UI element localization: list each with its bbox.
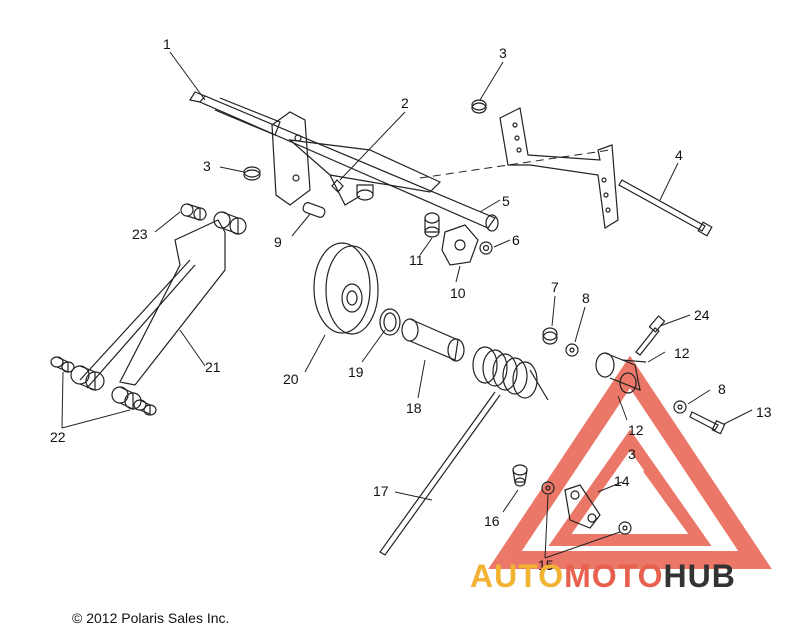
- reference-dash: [419, 149, 611, 179]
- washer-19: [379, 308, 401, 336]
- callout-7: 7: [551, 279, 559, 295]
- watermark-moto: MOTO: [564, 558, 664, 594]
- callout-3: 3: [628, 446, 636, 462]
- callout-3: 3: [499, 45, 507, 61]
- callout-16: 16: [484, 513, 500, 529]
- callout-19: 19: [348, 364, 364, 380]
- washer-8: [565, 343, 579, 357]
- cotter-pin: [621, 359, 647, 363]
- callout-6: 6: [512, 232, 520, 248]
- nut-7: [542, 327, 558, 345]
- swing-arm: [79, 219, 226, 389]
- callout-20: 20: [283, 371, 299, 387]
- watermark-logo: [488, 355, 772, 569]
- callout-14: 14: [614, 473, 630, 489]
- callout-17: 17: [373, 483, 389, 499]
- watermark-brand: AUTOMOTOHUB: [470, 558, 736, 595]
- bolt-24: [635, 315, 666, 356]
- nut: [243, 166, 261, 181]
- sleeve-11: [424, 212, 440, 238]
- spacer-sleeve: [356, 184, 374, 201]
- copyright-text: © 2012 Polaris Sales Inc.: [72, 610, 230, 626]
- grease-fitting: [331, 179, 344, 193]
- callout-12: 12: [628, 422, 644, 438]
- callout-1: 1: [163, 36, 171, 52]
- idler-wheel: [313, 242, 379, 335]
- bolt-13: [689, 411, 726, 435]
- callout-9: 9: [274, 234, 282, 250]
- leader-lines: [61, 51, 753, 559]
- washer-8: [673, 400, 687, 414]
- callout-10: 10: [450, 285, 466, 301]
- callout-3: 3: [203, 158, 211, 174]
- mount-bracket: [271, 111, 442, 206]
- nut: [471, 99, 487, 114]
- mount-block: [441, 224, 479, 266]
- callout-labels: 1 2 3 3 4 5 6 7 8 8 9 10 11 12 12 13 14 …: [50, 36, 772, 573]
- callout-13: 13: [756, 404, 772, 420]
- callout-8: 8: [582, 290, 590, 306]
- sleeve-18: [401, 318, 465, 362]
- callout-22: 22: [50, 429, 66, 445]
- callout-18: 18: [406, 400, 422, 416]
- bushing-pin: [302, 202, 326, 218]
- washer-6: [479, 241, 493, 255]
- callout-24: 24: [694, 307, 710, 323]
- pivot-arm: [595, 352, 641, 394]
- bushing-16: [512, 464, 528, 487]
- callout-15: 15: [538, 557, 554, 573]
- long-bolt: [618, 179, 713, 237]
- bushing: [180, 203, 247, 235]
- rail-bracket: [499, 107, 619, 229]
- callout-2: 2: [401, 95, 409, 111]
- washer-15: [541, 481, 632, 535]
- watermark-auto: AUTO: [470, 558, 565, 594]
- callout-21: 21: [205, 359, 221, 375]
- callout-11: 11: [409, 252, 424, 268]
- callout-4: 4: [675, 147, 683, 163]
- callout-5: 5: [502, 193, 510, 209]
- bushing: [50, 356, 157, 416]
- callout-23: 23: [132, 226, 148, 242]
- callout-12: 12: [674, 345, 690, 361]
- axle-shaft: [189, 91, 499, 232]
- watermark-hub: HUB: [663, 558, 736, 594]
- torsion-spring: [379, 346, 549, 556]
- link-14: [564, 484, 601, 529]
- callout-8: 8: [718, 381, 726, 397]
